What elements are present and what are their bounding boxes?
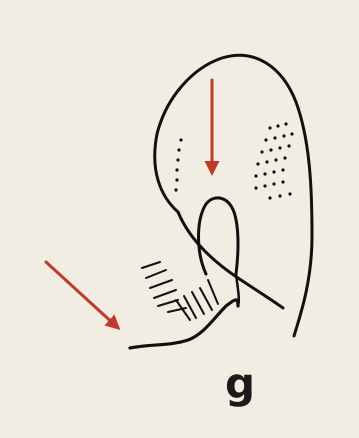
figure-label: g xyxy=(218,362,262,406)
